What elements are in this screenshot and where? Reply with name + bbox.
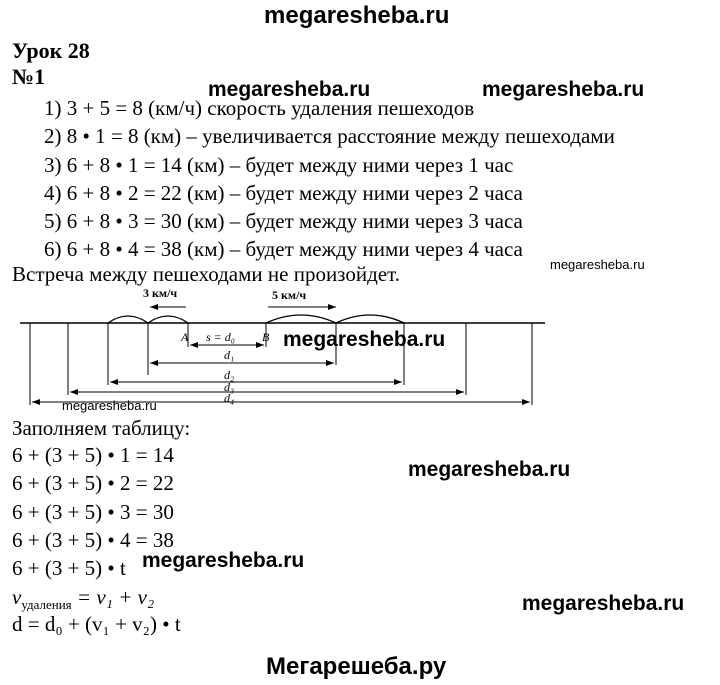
- formula-v: v: [12, 585, 22, 609]
- watermark: megaresheba.ru: [550, 257, 645, 272]
- point-a-label: A: [180, 330, 189, 344]
- solution-step-1: 1) 3 + 5 = 8 (км/ч) скорость удаления пе…: [44, 96, 475, 120]
- solution-step-5: 5) 6 + 8 • 3 = 30 (км) – будет между ним…: [44, 209, 523, 233]
- formula-velocity: vудаления = v₁ + v₂: [12, 585, 154, 613]
- lesson-title: Урок 28: [12, 38, 90, 63]
- watermark-top: megaresheba.ru: [264, 2, 450, 29]
- point-b-label: B: [262, 330, 270, 344]
- solution-step-6: 6) 6 + 8 • 4 = 38 (км) – будет между ним…: [44, 237, 523, 261]
- d3-label: d₃: [224, 380, 234, 394]
- watermark: megaresheba.ru: [522, 592, 685, 615]
- watermark: megaresheba.ru: [62, 398, 157, 413]
- watermark: megaresheba.ru: [408, 458, 571, 481]
- solution-step-3: 3) 6 + 8 • 1 = 14 (км) – будет между ним…: [44, 153, 514, 177]
- d1-label: d₁: [224, 348, 234, 362]
- watermark: megaresheba.ru: [482, 78, 645, 101]
- table-line-1: 6 + (3 + 5) • 1 = 14: [12, 443, 174, 467]
- task-number: №1: [12, 64, 46, 89]
- s-d0-label: s = d₀: [206, 330, 235, 344]
- table-line-2: 6 + (3 + 5) • 2 = 22: [12, 471, 174, 495]
- solution-step-2: 2) 8 • 1 = 8 (км) – увеличивается рассто…: [44, 124, 615, 148]
- solution-step-4: 4) 6 + 8 • 2 = 22 (км) – будет между ним…: [44, 181, 523, 205]
- speed-right-label: 5 км/ч: [272, 288, 306, 302]
- formula-distance: d = d₀ + (v₁ + v₂) • t: [12, 612, 181, 636]
- watermark-bottom: Мегарешеба.ру: [266, 653, 447, 680]
- table-line-4: 6 + (3 + 5) • 4 = 38: [12, 528, 174, 552]
- motion-diagram: 3 км/ч 5 км/ч A B s = d₀ d₁ d₂ d₃ d₄: [20, 286, 545, 405]
- watermark: megaresheba.ru: [283, 328, 446, 351]
- conclusion-text: Встреча между пешеходами не произойдет.: [12, 262, 400, 286]
- watermark: megaresheba.ru: [142, 549, 305, 572]
- table-intro: Заполняем таблицу:: [12, 416, 191, 440]
- table-line-5: 6 + (3 + 5) • t: [12, 556, 126, 580]
- d2-label: d₂: [224, 368, 234, 382]
- formula-v-rest: = v₁ + v₂: [71, 585, 155, 609]
- table-line-3: 6 + (3 + 5) • 3 = 30: [12, 500, 174, 524]
- watermark: megaresheba.ru: [208, 78, 371, 101]
- formula-v-subscript: удаления: [21, 597, 72, 613]
- d4-label: d₄: [224, 391, 234, 405]
- speed-left-label: 3 км/ч: [143, 286, 177, 300]
